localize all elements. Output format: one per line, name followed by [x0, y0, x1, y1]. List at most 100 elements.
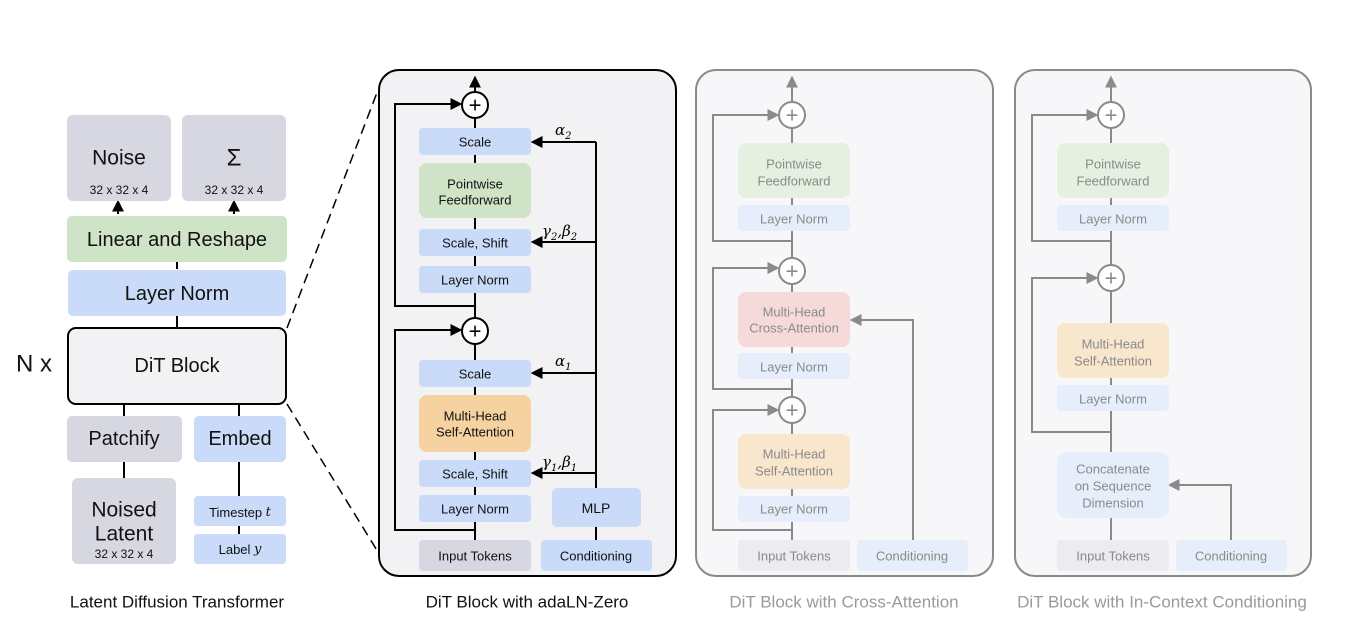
dit-block-box: [67, 327, 287, 405]
embed-box: [194, 416, 286, 462]
layer-norm-1-label: Layer Norm: [1079, 392, 1147, 407]
self-attention-line2: Self-Attention: [1074, 354, 1152, 369]
ffn-line2: Feedforward: [439, 193, 512, 208]
residual-add-top: [1097, 101, 1125, 129]
layer-norm-2-label: Layer Norm: [760, 360, 828, 375]
sigma-label: Σ: [227, 145, 242, 172]
layer-norm-3-label: Layer Norm: [760, 212, 828, 227]
cross-attention-line2: Cross-Attention: [749, 321, 839, 336]
scale-shift-1-box: [419, 460, 531, 487]
concatenate-line1: Concatenate: [1076, 462, 1150, 477]
layer-norm-2-box: [738, 353, 850, 379]
gamma2-beta2-label: γ2,β2: [542, 222, 577, 243]
self-attention-box: [419, 395, 531, 452]
caption-in-context: DiT Block with In-Context Conditioning: [1017, 593, 1307, 612]
plus-icon: +: [1105, 266, 1118, 291]
conditioning-box: [1176, 540, 1287, 571]
concatenate-line2: on Sequence: [1075, 479, 1152, 494]
layer-norm-2-label: Layer Norm: [441, 273, 509, 288]
gamma1-beta1-label: γ1,β1: [542, 453, 577, 474]
ffn-line1: Pointwise: [447, 177, 503, 192]
layer-norm-2-label: Layer Norm: [1079, 212, 1147, 227]
scale-top-label: Scale: [459, 135, 492, 150]
self-attention-line1: Multi-Head: [444, 409, 507, 424]
ffn-line1: Pointwise: [766, 157, 822, 172]
noised-latent-dims: 32 x 32 x 4: [95, 547, 154, 561]
mlp-label: MLP: [582, 500, 611, 516]
input-tokens-label: Input Tokens: [438, 549, 512, 564]
scale-bottom-label: Scale: [459, 367, 492, 382]
linear-reshape-box: [67, 216, 287, 262]
input-tokens-box: [738, 540, 850, 571]
plus-icon: +: [786, 398, 799, 423]
residual-add-top: [778, 101, 806, 129]
noised-latent-line1: Noised: [91, 499, 156, 522]
layer-norm-1-label: Layer Norm: [760, 502, 828, 517]
residual-add-bottom: [461, 317, 489, 345]
plus-icon: +: [786, 259, 799, 284]
timestep-label: Timestep t: [209, 505, 272, 520]
layer-norm-label: Layer Norm: [125, 283, 229, 305]
ffn-box: [738, 143, 850, 198]
scale-bottom-box: [419, 360, 531, 387]
scale-shift-2-label: Scale, Shift: [442, 236, 508, 251]
sigma-output-box: [182, 115, 286, 201]
conditioning-label: Conditioning: [876, 549, 948, 564]
ffn-line1: Pointwise: [1085, 157, 1141, 172]
input-tokens-box: [419, 540, 531, 571]
plus-icon: +: [469, 319, 482, 344]
caption-latent-diffusion-transformer: Latent Diffusion Transformer: [70, 593, 285, 612]
layer-norm-2-box: [419, 266, 531, 293]
dit-block-label: DiT Block: [134, 355, 220, 377]
layer-norm-2-box: [1057, 205, 1169, 231]
plus-icon: +: [786, 103, 799, 128]
ffn-line2: Feedforward: [758, 174, 831, 189]
self-attention-line1: Multi-Head: [1082, 337, 1145, 352]
layer-norm-1-label: Layer Norm: [441, 502, 509, 517]
input-tokens-box: [1057, 540, 1169, 571]
scale-shift-2-box: [419, 229, 531, 256]
conditioning-box: [857, 540, 968, 571]
caption-adaln-zero: DiT Block with adaLN-Zero: [426, 593, 629, 612]
mlp-box: [552, 488, 641, 527]
panel-in-context: + + Pointwise Feedforward Layer Norm Mul…: [1014, 69, 1312, 612]
zoom-dashed-line-bottom: [286, 403, 379, 553]
layer-norm-1-box: [419, 495, 531, 522]
panel-cross-attention: + + + Pointwise Feedforward Layer Norm M…: [695, 69, 994, 612]
sigma-dims: 32 x 32 x 4: [205, 183, 264, 197]
alpha1-label: α1: [555, 352, 572, 373]
noised-latent-box: [72, 478, 176, 564]
caption-cross-attention: DiT Block with Cross-Attention: [729, 593, 958, 612]
residual-add-bottom: [1097, 264, 1125, 292]
self-attention-box: [1057, 323, 1169, 378]
zoom-dashed-line-top: [286, 89, 379, 329]
self-attention-box: [738, 434, 850, 489]
concatenate-box: [1057, 452, 1169, 518]
layer-norm-1-box: [1057, 385, 1169, 411]
label-y-label: Label y: [219, 542, 262, 557]
layer-norm-box: [68, 270, 286, 316]
linear-reshape-label: Linear and Reshape: [87, 229, 267, 251]
self-attention-line2: Self-Attention: [436, 425, 514, 440]
noise-output-box: [67, 115, 171, 201]
scale-shift-1-label: Scale, Shift: [442, 467, 508, 482]
panel-adaln-zero: + + Scale Pointwise Feedforward Scale, S…: [378, 69, 677, 612]
residual-add-middle: [778, 257, 806, 285]
patchify-box: [67, 416, 182, 462]
conditioning-box: [541, 540, 652, 571]
self-attention-line1: Multi-Head: [763, 447, 826, 462]
self-attention-line2: Self-Attention: [755, 464, 833, 479]
conditioning-label: Conditioning: [560, 549, 632, 564]
scale-top-box: [419, 128, 531, 155]
input-tokens-label: Input Tokens: [1076, 549, 1150, 564]
concatenate-line3: Dimension: [1082, 496, 1143, 511]
noised-latent-line2: Latent: [95, 523, 154, 546]
plus-icon: +: [469, 93, 482, 118]
patchify-label: Patchify: [88, 428, 159, 450]
noise-label: Noise: [92, 147, 146, 170]
ffn-box: [419, 163, 531, 218]
ffn-line2: Feedforward: [1077, 174, 1150, 189]
residual-add-bottom: [778, 396, 806, 424]
alpha2-label: α2: [555, 121, 572, 142]
